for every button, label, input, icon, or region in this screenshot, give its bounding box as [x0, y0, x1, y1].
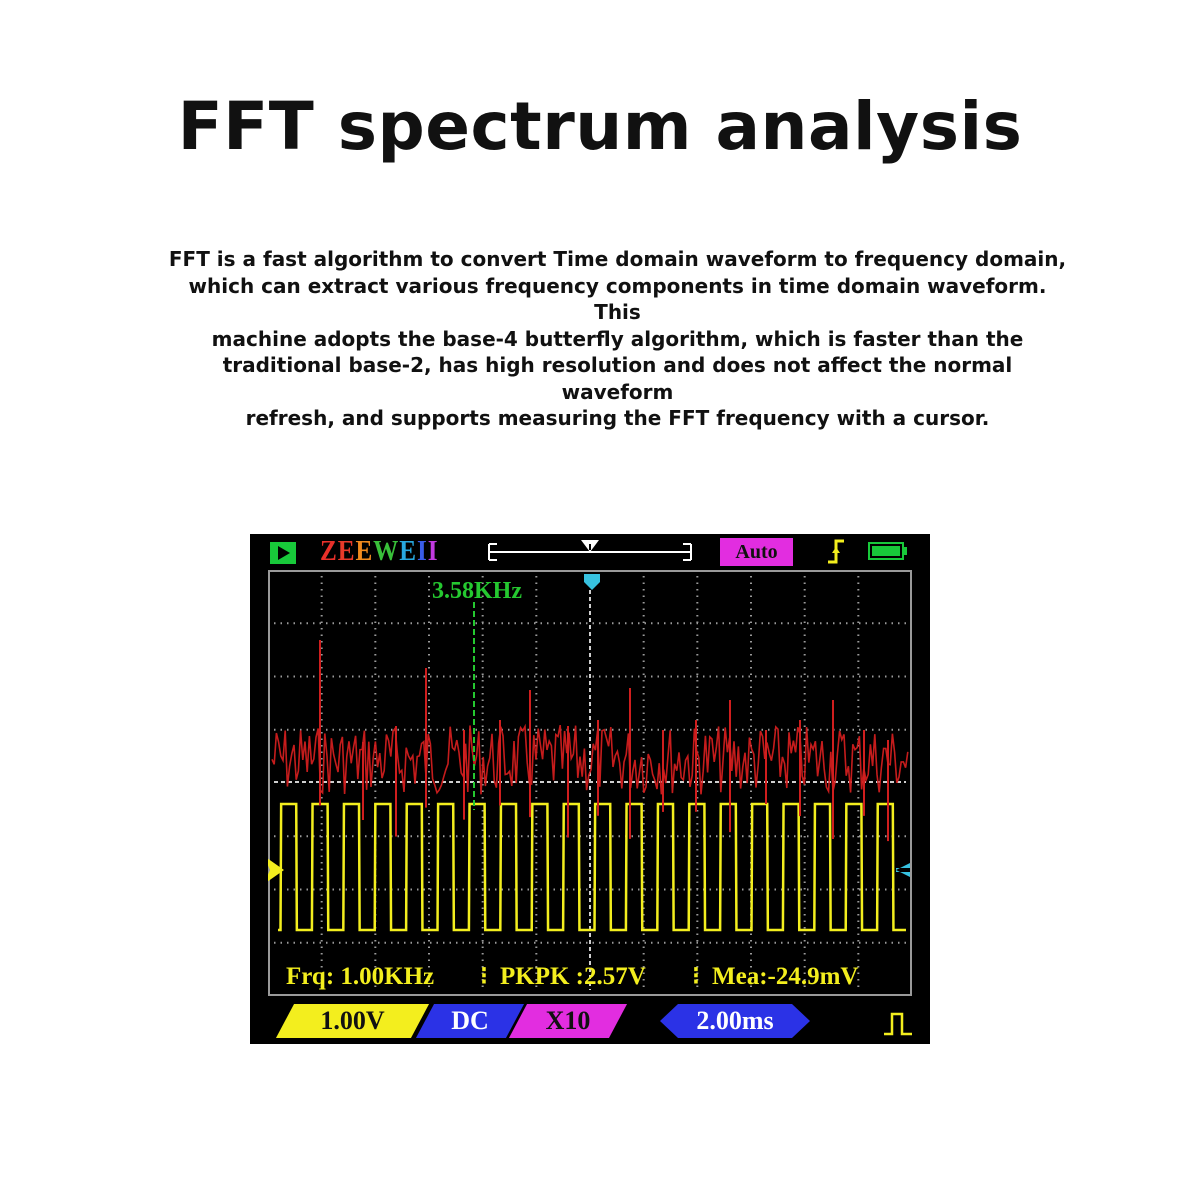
graticule: [274, 576, 906, 990]
trigger-mode-badge[interactable]: Auto: [720, 538, 793, 566]
volts-per-div-value: 1.00V: [320, 1006, 385, 1035]
battery-icon: [868, 542, 907, 560]
time-per-div-value: 2.00ms: [696, 1006, 774, 1035]
play-icon[interactable]: [270, 542, 296, 564]
description-line: FFT is a fast algorithm to convert Time …: [168, 247, 1067, 271]
brand-letter: I: [427, 536, 439, 567]
volts-per-div-button[interactable]: 1.00V: [285, 1004, 420, 1038]
channel-1-ground-marker-icon: [268, 858, 284, 882]
peak-to-peak-measurement: PKPK :2.57V: [500, 963, 646, 990]
oscilloscope-display: ZEEWEII Auto: [250, 534, 930, 1044]
brand-letter: W: [373, 536, 400, 567]
brand-letter: E: [337, 536, 356, 567]
probe-ratio-button[interactable]: X10: [518, 1004, 618, 1038]
time-per-div-button[interactable]: 2.00ms: [660, 1004, 810, 1038]
memory-position-ruler[interactable]: [485, 538, 695, 564]
fft-noise: [271, 723, 909, 795]
description-line: refresh, and supports measuring the FFT …: [245, 406, 990, 430]
probe-ratio-value: X10: [545, 1006, 591, 1035]
square-wave: [278, 802, 906, 932]
brand-logo: ZEEWEII: [320, 536, 438, 568]
channel-settings-bar: 1.00V DC X10 2.00ms: [250, 998, 930, 1044]
square-pulse-icon[interactable]: [882, 1010, 914, 1038]
frequency-measurement: Frq: 1.00KHz: [286, 963, 434, 990]
measure-separator: ⁝: [480, 963, 488, 990]
fft-spectrum-trace: [271, 640, 909, 842]
brand-letter: E: [399, 536, 417, 567]
page-title: FFT spectrum analysis: [177, 88, 1023, 165]
rising-edge-icon[interactable]: [825, 536, 847, 566]
description-line: which can extract various frequency comp…: [188, 273, 1047, 325]
trigger-level-marker-icon: [896, 863, 910, 877]
coupling-value: DC: [451, 1006, 489, 1035]
measure-separator: ⁝: [692, 963, 700, 990]
brand-letter: E: [355, 536, 374, 567]
mean-measurement: Mea:-24.9mV: [712, 963, 858, 990]
coupling-button[interactable]: DC: [425, 1004, 515, 1038]
description-line: machine adopts the base-4 butterfly algo…: [211, 326, 1024, 351]
description: FFT is a fast algorithm to convert Time …: [165, 246, 1070, 432]
status-bar: ZEEWEII Auto: [250, 534, 930, 570]
brand-letter: Z: [320, 536, 338, 567]
trigger-time-marker-icon: [584, 574, 600, 590]
waveform-screen[interactable]: 3.58KHz Frq: 1.00KHz PKPK :2.57V Mea:-24…: [268, 570, 912, 996]
brand-letter: I: [416, 536, 428, 567]
channel-1-trace: [278, 802, 906, 932]
fft-cursor-frequency-label: 3.58KHz: [432, 578, 522, 604]
description-line: traditional base-2, has high resolution …: [222, 353, 1013, 404]
